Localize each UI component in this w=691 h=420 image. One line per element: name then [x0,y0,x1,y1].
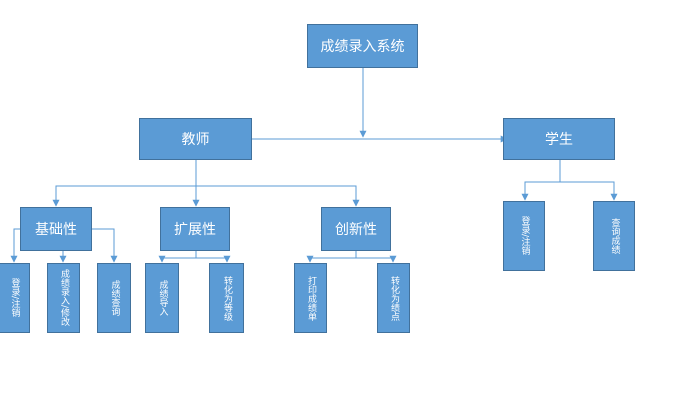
student-child-query: 查询成绩 [593,201,635,271]
student-node: 学生 [503,118,615,160]
extension-child-grade: 转化为等级 [209,263,244,333]
innovation-connector-1 [306,251,357,263]
student-connector-1 [521,160,561,201]
extension-connector-1 [158,251,197,263]
basic-child-login: 登录/注销 [0,263,30,333]
student-connector-2 [560,181,618,201]
basic-node: 基础性 [20,207,92,251]
basic-child-entry: 成绩录入/修改 [47,263,80,333]
basic-child-query: 成绩查询 [97,263,131,333]
extension-connector-2 [196,255,231,263]
basic-connector-1 [10,228,20,263]
innovation-connector-2 [356,255,397,263]
teacher-groups-connector-basic [52,160,197,207]
innovation-child-print: 打印成绩单 [294,263,327,333]
basic-connector-3 [92,228,118,263]
extension-child-import: 成绩导入 [145,263,179,333]
teacher-node: 教师 [139,118,252,160]
innovation-node: 创新性 [321,207,391,251]
root-node: 成绩录入系统 [307,24,418,68]
extension-node: 扩展性 [160,207,230,251]
student-child-login: 登录/注销 [503,201,545,271]
innovation-child-gpa: 转化为绩点 [377,263,410,333]
teacher-groups-connector-innovation [196,185,360,207]
